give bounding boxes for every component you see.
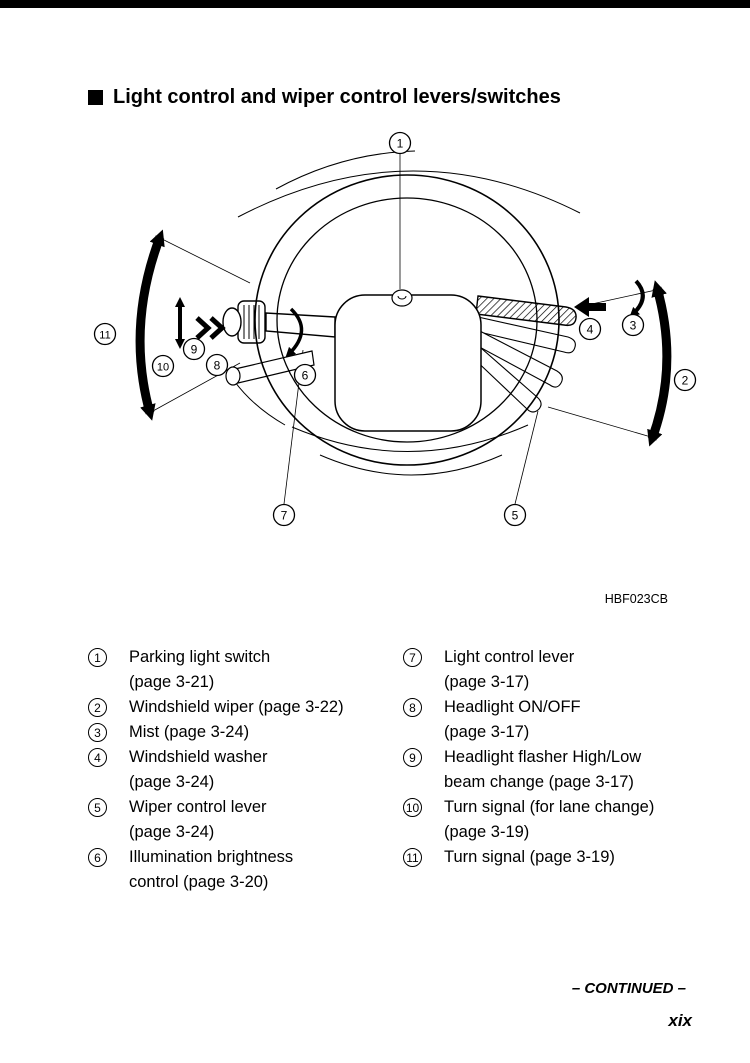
callout-7: 7 <box>272 503 296 527</box>
legend-text: Turn signal (page 3-19) <box>444 845 615 870</box>
horn-button <box>391 289 413 307</box>
callout-2: 2 <box>673 368 697 392</box>
legend-number: 3 <box>88 723 107 742</box>
legend-text: Wiper control lever (page 3-24) <box>129 795 267 845</box>
legend-item: 1 Parking light switch (page 3-21) <box>88 645 393 695</box>
page-number: xix <box>668 1011 692 1030</box>
callout-9: 9 <box>182 337 206 361</box>
arrow-wiper-range <box>647 280 672 447</box>
arrow-mist <box>629 279 645 318</box>
continued-marker: – CONTINUED – <box>571 980 686 997</box>
legend-text-line: Turn signal (page 3-19) <box>444 848 615 866</box>
legend-text: Windshield wiper (page 3-22) <box>129 695 344 720</box>
legend-text-line: (page 3-19) <box>444 823 530 841</box>
legend-number: 10 <box>403 798 422 817</box>
legend-text-line: Headlight flasher High/Low <box>444 748 642 766</box>
legend-text: Turn signal (for lane change) (page 3-19) <box>444 795 654 845</box>
legend-number: 5 <box>88 798 107 817</box>
legend-number: 7 <box>403 648 422 667</box>
lower-left-stalk <box>225 350 315 386</box>
legend-text-line: Wiper control lever <box>129 798 267 816</box>
page-edge-artifact <box>0 0 750 8</box>
legend-text-line: Parking light switch <box>129 648 271 666</box>
legend-text: Parking light switch (page 3-21) <box>129 645 270 695</box>
legend-item: 2 Windshield wiper (page 3-22) <box>88 695 393 720</box>
arrow-turn-signal-range <box>135 229 165 421</box>
legend-text-line: (page 3-24) <box>129 773 215 791</box>
legend-number: 11 <box>403 848 422 867</box>
wiper-stalk <box>475 295 577 327</box>
legend-item: 9 Headlight flasher High/Low beam change (… <box>403 745 723 795</box>
callout-label: 3 <box>630 319 637 333</box>
section-heading: Light control and wiper control levers/s… <box>88 86 561 109</box>
callout-6: 6 <box>293 363 317 387</box>
arrow-illumination-rotate <box>285 307 304 358</box>
callout-11: 11 <box>93 322 117 346</box>
legend-number: 1 <box>88 648 107 667</box>
arrow-flasher-chevrons-icon <box>195 316 226 340</box>
legend-text: Light control lever (page 3-17) <box>444 645 574 695</box>
legend-text-line: Windshield washer <box>129 748 268 766</box>
callout-3: 3 <box>621 313 645 337</box>
legend-text-line: Illumination brightness <box>129 848 294 866</box>
legend-text-line: (page 3-17) <box>444 723 530 741</box>
controls-diagram: 1 2 3 4 5 6 7 8 9 10 11 <box>93 131 697 527</box>
legend-text-line: Light control lever <box>444 648 575 666</box>
legend-text-line: (page 3-24) <box>129 823 215 841</box>
legend-text-line: Headlight ON/OFF <box>444 698 581 716</box>
callout-label: 11 <box>99 330 110 342</box>
callout-8: 8 <box>205 353 229 377</box>
legend-item: 6 Illumination brightness control (page 3-… <box>88 845 393 895</box>
legend-number: 8 <box>403 698 422 717</box>
steering-pad <box>334 289 482 432</box>
legend-text-line: (page 3-17) <box>444 673 530 691</box>
callout-label: 7 <box>281 509 288 523</box>
callout-label: 1 <box>397 137 404 151</box>
legend-text: Windshield washer (page 3-24) <box>129 745 267 795</box>
section-heading-text: Light control and wiper control levers/s… <box>113 86 561 108</box>
legend-text: Headlight ON/OFF (page 3-17) <box>444 695 581 745</box>
legend-text-line: Windshield wiper (page 3-22) <box>129 698 344 716</box>
legend-text-line: beam change (page 3-17) <box>444 773 634 791</box>
legend-text: Illumination brightness control (page 3-2… <box>129 845 293 895</box>
legend-item: 8 Headlight ON/OFF (page 3-17) <box>403 695 723 745</box>
callout-label: 9 <box>191 343 198 357</box>
legend-number: 6 <box>88 848 107 867</box>
legend-item: 4 Windshield washer (page 3-24) <box>88 745 393 795</box>
section-square-icon <box>88 90 103 105</box>
legend-text-line: control (page 3-20) <box>129 873 269 891</box>
callout-label: 5 <box>512 509 519 523</box>
wiper-lever-positions <box>468 316 576 413</box>
callout-label: 6 <box>302 369 309 383</box>
legend-item: 5 Wiper control lever (page 3-24) <box>88 795 393 845</box>
figure-code: HBF023CB <box>604 592 668 606</box>
legend-text-line: (page 3-21) <box>129 673 215 691</box>
callout-label: 8 <box>214 359 221 373</box>
callout-10: 10 <box>151 354 175 378</box>
left-stalk <box>222 300 336 344</box>
callout-4: 4 <box>578 317 602 341</box>
legend-number: 9 <box>403 748 422 767</box>
arrow-washer <box>574 297 606 317</box>
callout-label: 10 <box>157 362 169 374</box>
callout-label: 4 <box>587 323 594 337</box>
legend-text-line: Mist (page 3-24) <box>129 723 250 741</box>
legend-text: Mist (page 3-24) <box>129 720 249 745</box>
legend-item: 7 Light control lever (page 3-17) <box>403 645 723 695</box>
legend-number: 2 <box>88 698 107 717</box>
legend-item: 10 Turn signal (for lane change) (page 3-1… <box>403 795 723 845</box>
legend-number: 4 <box>88 748 107 767</box>
legend-text-line: Turn signal (for lane change) <box>444 798 655 816</box>
callout-5: 5 <box>503 503 527 527</box>
legend-item: 11 Turn signal (page 3-19) <box>403 845 723 870</box>
legend-text: Headlight flasher High/Low beam change (p… <box>444 745 641 795</box>
legend-item: 3 Mist (page 3-24) <box>88 720 393 745</box>
steering-wheel-rim <box>254 174 560 466</box>
callout-1: 1 <box>388 131 412 155</box>
callout-label: 2 <box>682 374 689 388</box>
